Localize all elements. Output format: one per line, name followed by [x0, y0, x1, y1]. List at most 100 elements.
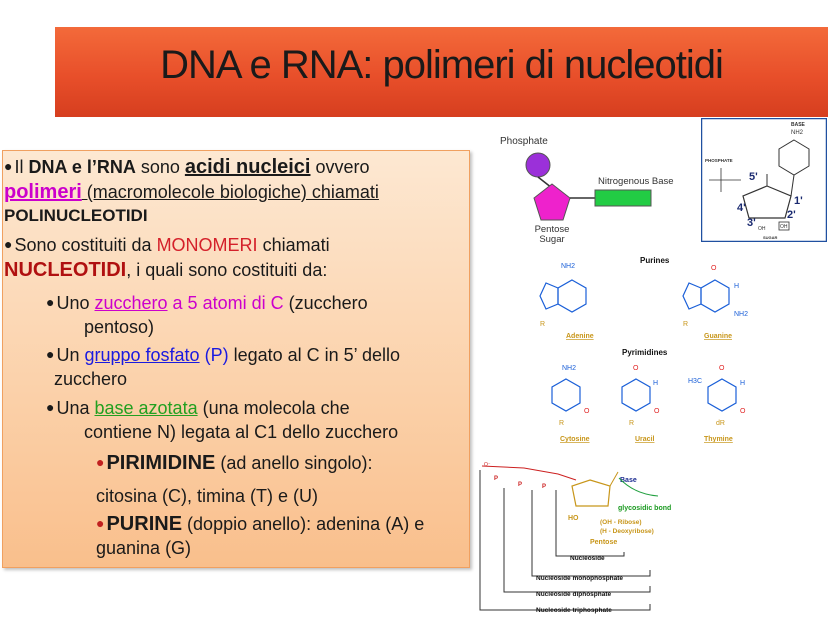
- label-base: BASE: [791, 122, 806, 128]
- label-c1: 1': [794, 195, 803, 207]
- label-di: Nucleoside diphosphate: [536, 591, 612, 598]
- bullet-dot: ●: [4, 158, 13, 174]
- phosphate-circle: [525, 152, 551, 178]
- bases-diagram: Purines NH2 R Adenine O H NH2 R Guanine …: [539, 256, 748, 443]
- nucleotide-schematic: Phosphate Nitrogenous Base Pentose Sugar: [500, 136, 674, 245]
- label-uracil: Uracil: [635, 436, 655, 443]
- thymine-o2: O: [740, 408, 746, 415]
- uracil-ring: [621, 378, 651, 412]
- bullet-dot: ●: [96, 454, 105, 470]
- bullet-nucleotidi: NUCLEOTIDI, i quali sono costituiti da:: [4, 259, 328, 281]
- label-cytosine: Cytosine: [560, 436, 590, 443]
- label-tri: Nucleoside triphosphate: [536, 607, 612, 614]
- bracket-di: [503, 488, 651, 593]
- cytosine-r: R: [559, 420, 564, 427]
- sub-pentoso: pentoso): [84, 317, 155, 337]
- sub-base: ●Una base azotata (una molecola che: [46, 398, 350, 418]
- label-glycosidic: glycosidic bond: [618, 505, 671, 512]
- sub-base-2: contiene N) legata al C1 dello zucchero: [84, 422, 399, 442]
- tert-guanina: guanina (G): [96, 538, 192, 558]
- tert-pirimidine: ●PIRIMIDINE (ad anello singolo):: [96, 452, 373, 474]
- label-nitrogenous-base: Nitrogenous Base: [598, 176, 674, 187]
- adenine-nh2: NH2: [561, 263, 575, 270]
- label-c2: 2': [787, 209, 796, 221]
- pentose-ring: [571, 479, 611, 507]
- thymine-dr: dR: [716, 420, 725, 427]
- oh-box: [778, 221, 790, 231]
- label-c5: 5': [749, 171, 758, 183]
- label-guanine: Guanine: [704, 333, 732, 340]
- label-sugar: SUGAR: [763, 235, 778, 240]
- bullet-monomeri: ●Sono costituiti da MONOMERI chiamati: [4, 235, 330, 255]
- content-box: [2, 150, 470, 568]
- bullet-polinucleotidi: POLINUCLEOTIDI: [4, 206, 148, 225]
- label-nh2: NH2: [791, 130, 804, 136]
- thymine-h: H: [740, 380, 745, 387]
- p1: P: [494, 476, 498, 482]
- thymine-o: O: [719, 365, 725, 372]
- label-oh-ribose: (OH - Ribose): [600, 519, 642, 526]
- uracil-r: R: [629, 420, 634, 427]
- label-adenine: Adenine: [566, 333, 594, 340]
- adenine-ring5: [539, 282, 559, 310]
- page-title: DNA e RNA: polimeri di nucleotidi: [160, 43, 724, 87]
- title-bar: DNA e RNA: polimeri di nucleotidi: [55, 27, 828, 117]
- guanine-o: O: [711, 265, 717, 272]
- glycosidic-arrow: [618, 477, 659, 497]
- bracket-tri: [479, 470, 651, 611]
- label-base: Base: [620, 477, 637, 484]
- label-mono: Nucleoside monophosphate: [536, 575, 623, 582]
- thymine-h3c: H3C: [688, 378, 702, 385]
- base-rect: [594, 189, 652, 207]
- bullet-dna-rna: ●Il DNA e l’RNA sono acidi nucleici ovve…: [4, 156, 370, 178]
- label-pentose: Pentose: [590, 539, 617, 546]
- nucleotide-structure: BASE NH2 PHOSPHATE 5' 1' 4' 3' 2' OH OH …: [701, 118, 827, 242]
- label-pentose: Pentose: [535, 224, 570, 235]
- thymine-ring: [707, 378, 737, 412]
- sugar-ring: [742, 185, 792, 219]
- label-thymine: Thymine: [704, 436, 733, 443]
- bullet-dot: ●: [46, 346, 55, 362]
- bullet-polimeri: polimeri (macromolecole biologiche) chia…: [4, 181, 379, 203]
- label-phosphate: PHOSPHATE: [705, 158, 733, 163]
- glycosidic-line: [609, 471, 619, 487]
- sub-fosfato-2: zucchero: [54, 369, 128, 389]
- bracket-nucleoside: [555, 490, 625, 557]
- label-h-deoxy: (H - Deoxyribose): [600, 528, 654, 535]
- p3: P: [542, 484, 546, 490]
- label-ho: HO: [568, 515, 579, 522]
- label-sugar: Sugar: [539, 234, 564, 245]
- label-pyrimidines: Pyrimidines: [622, 348, 668, 357]
- adenine-ring6: [557, 279, 587, 313]
- bullet-dot: ●: [46, 399, 55, 415]
- cytosine-nh2: NH2: [562, 365, 576, 372]
- bullet-dot: ●: [46, 294, 55, 310]
- uracil-o2: O: [654, 408, 660, 415]
- guanine-ring6: [700, 279, 730, 313]
- pentose-pentagon: [533, 183, 571, 221]
- label-nucleoside: Nucleoside: [570, 555, 605, 562]
- tert-purine: ●PURINE (doppio anello): adenina (A) e: [96, 513, 425, 535]
- nucleoside-phosphates-diagram: O⁻ P P P Base glycosidic bond HO (OH - R…: [479, 462, 671, 614]
- guanine-h: H: [734, 283, 739, 290]
- guanine-ring5: [682, 282, 702, 310]
- guanine-r: R: [683, 321, 688, 328]
- tert-citosina: citosina (C), timina (T) e (U): [96, 486, 319, 506]
- phosphate-chain: [481, 465, 577, 481]
- bracket-mono: [531, 490, 651, 577]
- label-phosphate: Phosphate: [500, 136, 548, 147]
- adenine-r: R: [540, 321, 545, 328]
- bullet-dot: ●: [4, 236, 13, 252]
- label-oh3: OH: [758, 226, 766, 232]
- guanine-nh2: NH2: [734, 311, 748, 318]
- bullet-dot: ●: [96, 515, 105, 531]
- p2: P: [518, 482, 522, 488]
- p1: O⁻: [484, 462, 491, 468]
- label-c4: 4': [737, 202, 746, 214]
- cytosine-o: O: [584, 408, 590, 415]
- label-c3: 3': [747, 217, 756, 229]
- sub-zucchero: ●Uno zucchero a 5 atomi di C (zucchero: [46, 293, 368, 313]
- glycosidic-bond: [790, 174, 795, 197]
- uracil-h: H: [653, 380, 658, 387]
- sub-fosfato: ●Un gruppo fosfato (P) legato al C in 5’…: [46, 345, 401, 365]
